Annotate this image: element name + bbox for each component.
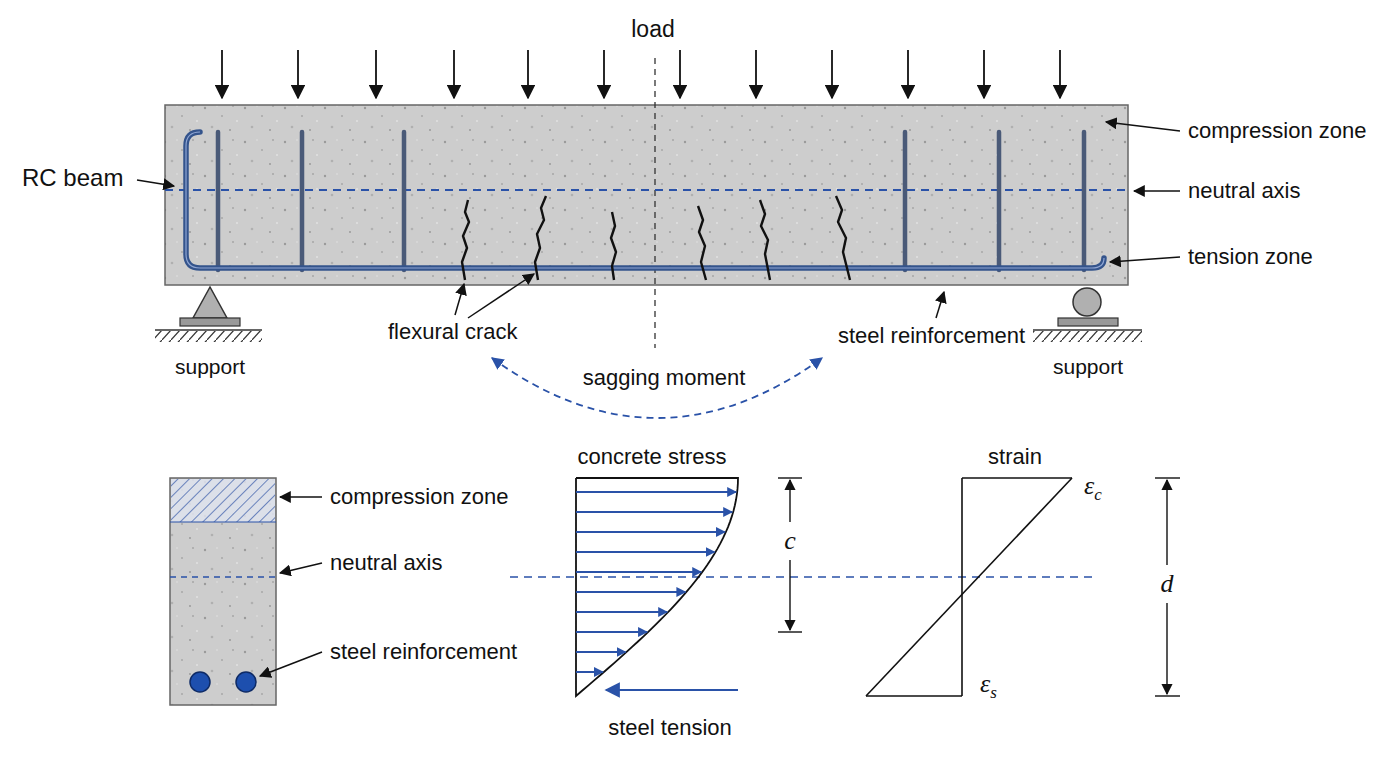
part-label: flexural crack (388, 320, 518, 344)
part-label: support (175, 355, 245, 378)
midspan-line (654, 58, 655, 348)
part-label: load (631, 17, 674, 42)
stress-arrow (576, 671, 603, 673)
stress-block (576, 478, 738, 696)
bar-highlight (186, 132, 1104, 268)
part-label: steel reinforcement (330, 640, 517, 664)
part-label: RC beam (22, 165, 123, 191)
flexural-cracks (462, 196, 850, 280)
steel-reinforcement-bar (186, 132, 1104, 268)
c-dimension (778, 478, 802, 632)
part-label: tension zone (1188, 245, 1313, 269)
neutral-axis-line (510, 576, 1098, 578)
roller-support (1033, 288, 1142, 342)
stress-arrow (576, 651, 626, 653)
part-label: concrete stress (577, 445, 726, 469)
concrete-beam (165, 105, 1128, 285)
part-label: steel tension (608, 716, 732, 740)
part-label: steel reinforcement (838, 324, 1025, 348)
neutral-axis-line (165, 189, 1128, 191)
stress-arrow (576, 511, 732, 513)
dimension-symbol: d (1159, 570, 1176, 599)
cross-section (170, 478, 276, 705)
stress-arrow (576, 591, 685, 593)
stress-arrow (576, 571, 701, 573)
load-arrows (222, 50, 1060, 98)
stress-arrow (576, 491, 736, 493)
stress-arrow (576, 611, 667, 613)
stress-arrow (576, 531, 725, 533)
leader-lines (137, 122, 1180, 318)
stirrups (218, 132, 1084, 270)
part-label: neutral axis (330, 551, 443, 575)
stress-arrow (576, 551, 715, 553)
part-label: sagging moment (583, 366, 746, 390)
sagging-moment-arc (492, 358, 822, 418)
section-leaders (260, 497, 322, 676)
strain-symbol: εc (1082, 472, 1104, 505)
part-label: compression zone (330, 485, 509, 509)
strain-symbol: εs (978, 670, 999, 703)
stress-arrow (576, 631, 647, 633)
dimension-symbol: c (782, 527, 798, 556)
pin-support (155, 287, 262, 342)
strain-diagram (866, 478, 1072, 696)
part-label: support (1053, 355, 1123, 378)
part-label: compression zone (1188, 119, 1367, 143)
d-dimension (1155, 478, 1180, 696)
part-label: strain (988, 445, 1042, 469)
part-label: neutral axis (1188, 179, 1301, 203)
